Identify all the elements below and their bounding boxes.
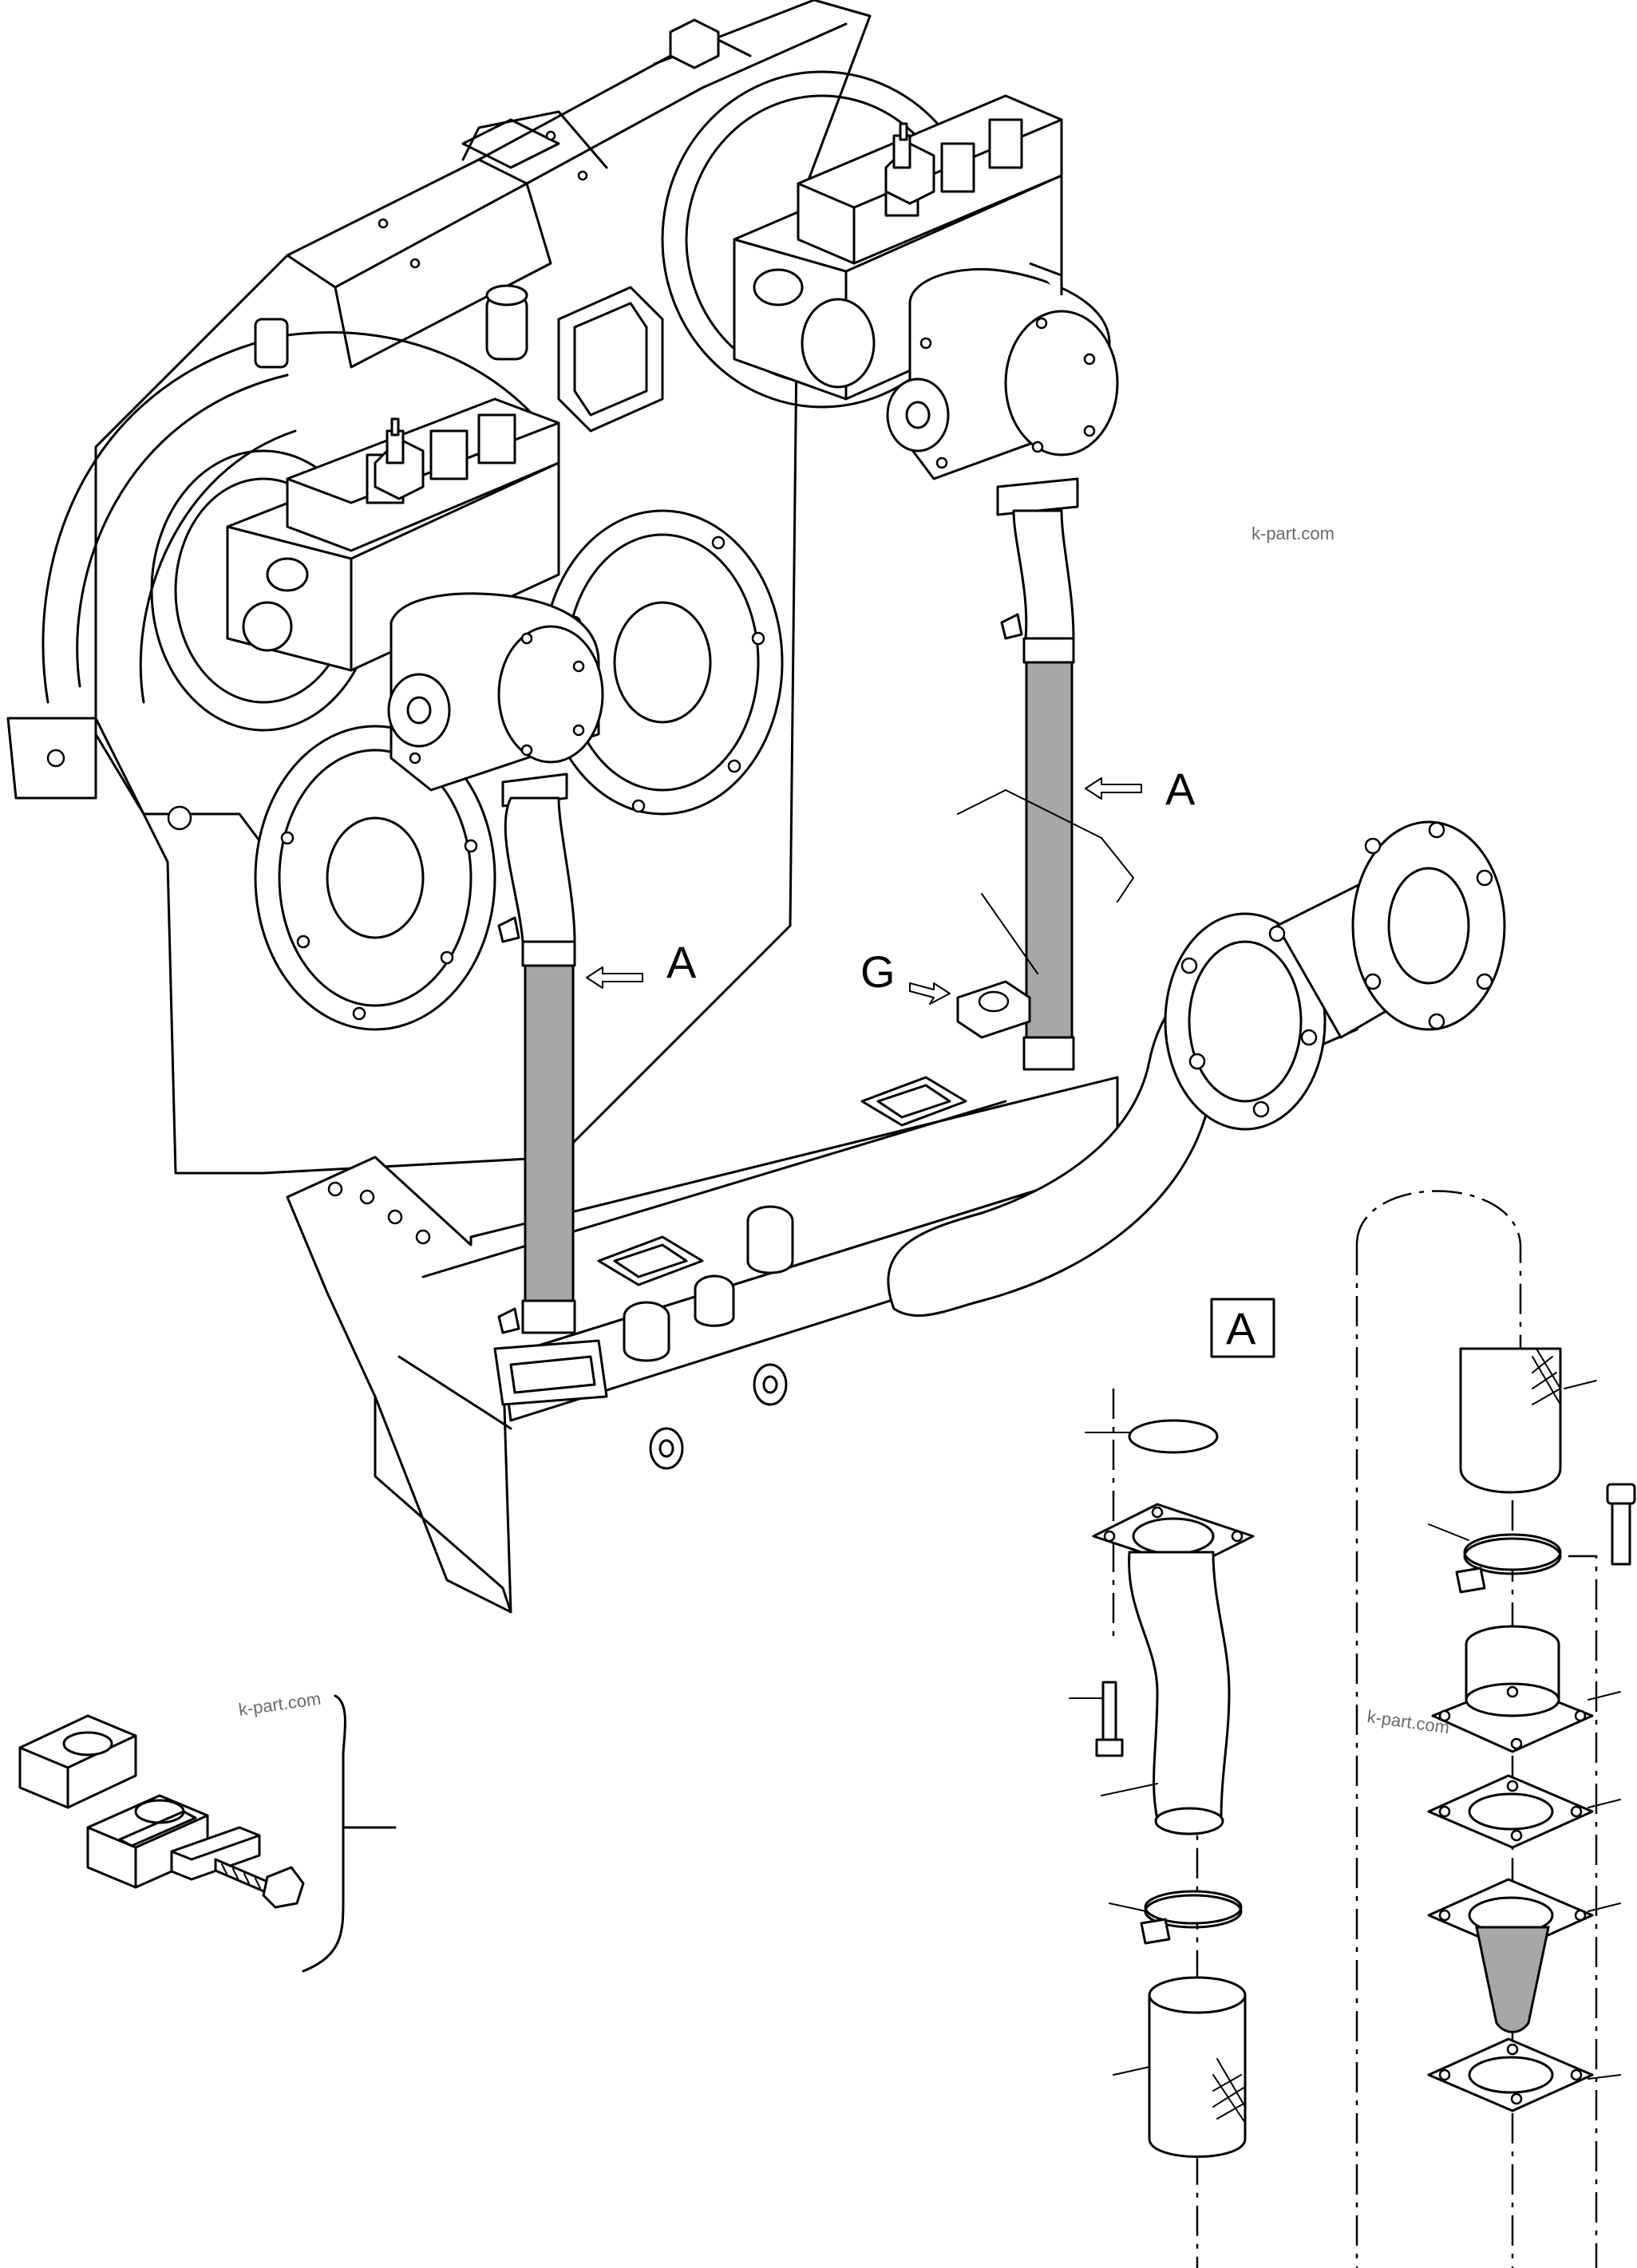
callout-a-lower: A xyxy=(586,937,697,989)
callout-a-upper-label: A xyxy=(1165,764,1196,814)
callout-g: G xyxy=(860,946,951,1005)
hose-clamp-g xyxy=(956,980,1031,1039)
suction-hose-left xyxy=(493,796,608,1406)
detail-a-label: A xyxy=(1226,1303,1256,1353)
callout-a-lower-label: A xyxy=(666,937,697,987)
clamp-detail xyxy=(18,1694,397,1973)
suction-pipe xyxy=(887,820,1506,1318)
detail-a-box xyxy=(1210,1298,1275,1358)
callout-g-label: G xyxy=(860,946,896,997)
watermark-text: k-part.com xyxy=(1251,524,1335,543)
suction-hose-right xyxy=(1000,509,1075,1071)
detail-a: A xyxy=(1069,1190,1636,2268)
leader-lines-main xyxy=(957,789,1134,974)
hydraulic-pump-upper xyxy=(733,94,1119,516)
watermark-text: k-part.com xyxy=(237,1689,322,1720)
hydraulic-pump-left xyxy=(150,397,604,808)
watermark-text: k-part.com xyxy=(1366,1706,1450,1737)
callout-a-upper: A xyxy=(1085,764,1196,814)
